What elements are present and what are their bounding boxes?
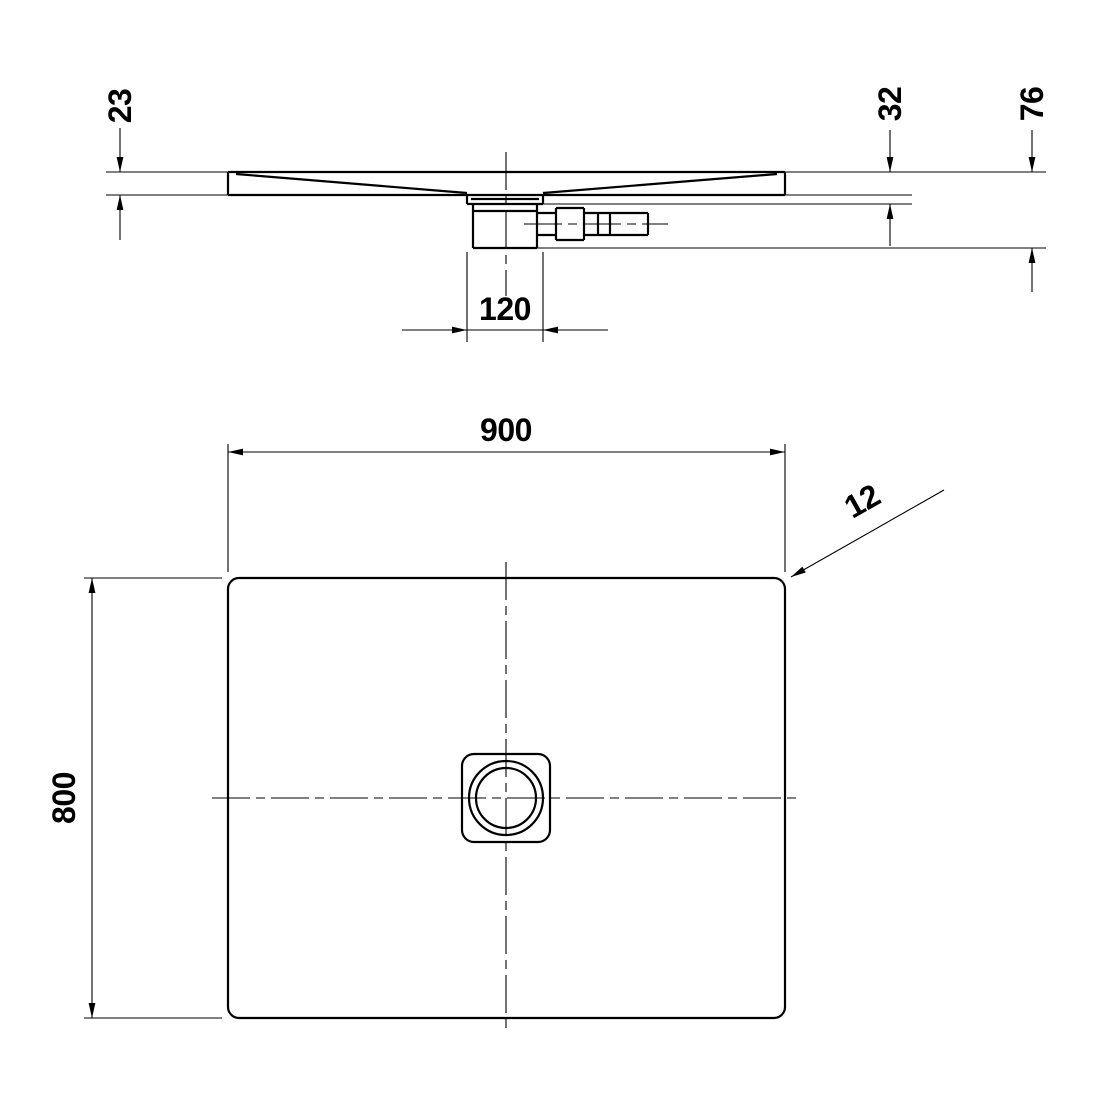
dimension-total-height: 76 <box>1014 87 1050 292</box>
drain-flange-section <box>465 195 545 206</box>
section-view: 23 32 76 120 <box>102 87 1050 342</box>
dimension-drain-width: 120 <box>402 252 608 342</box>
dim-label-corner-radius: 12 <box>838 477 886 525</box>
dim-label-total-height: 76 <box>1014 87 1050 122</box>
dimension-depth: 800 <box>46 577 222 1019</box>
dimension-width: 900 <box>227 412 786 572</box>
dim-label-rim-height: 23 <box>102 89 138 124</box>
dimension-corner-radius: 12 <box>790 477 945 578</box>
drain-plan-circle-outer <box>467 759 545 837</box>
dim-label-depth: 800 <box>46 772 82 824</box>
drain-plan-square <box>460 752 552 844</box>
dimension-rim-height: 23 <box>102 89 138 240</box>
dimension-height-to-flange: 32 <box>872 87 908 246</box>
plan-view: 900 800 12 <box>46 412 945 1034</box>
dim-label-height-to-flange: 32 <box>872 87 908 122</box>
tray-top-slope-lines <box>235 172 778 195</box>
dim-extension-lines <box>84 577 222 1019</box>
radius-leader-line <box>790 489 945 578</box>
drain-plan-circle-inner <box>474 766 538 830</box>
dim-label-width: 900 <box>480 412 532 448</box>
dim-extension-lines <box>227 444 786 572</box>
dim-label-drain-width: 120 <box>479 291 531 327</box>
drain-trap-section <box>471 204 539 250</box>
section-extension-lines <box>106 171 1046 249</box>
